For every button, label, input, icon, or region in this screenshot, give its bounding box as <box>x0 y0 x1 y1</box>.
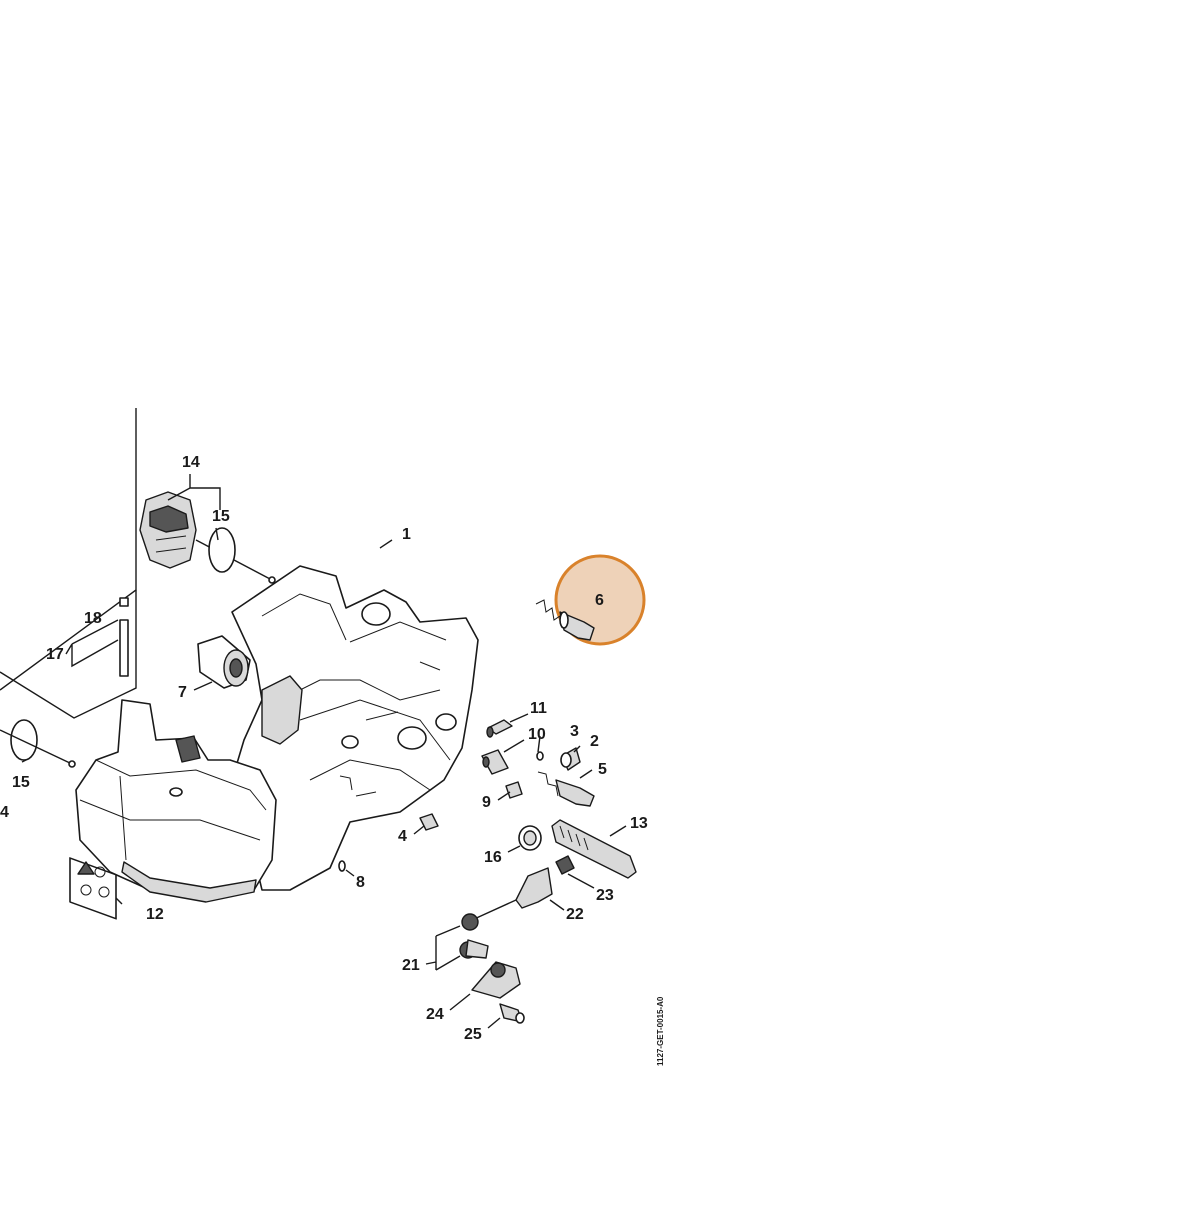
callout-2: 2 <box>590 733 599 750</box>
pin[interactable] <box>119 619 129 677</box>
bolt-10[interactable] <box>481 749 509 775</box>
o-ring-upper[interactable] <box>208 527 236 573</box>
drawing-reference-code: 1127-GET-0015-A0 <box>656 996 665 1066</box>
callout-23: 23 <box>596 887 614 904</box>
crankcase[interactable] <box>213 565 479 891</box>
callout-9: 9 <box>482 794 491 811</box>
o-ring-lower[interactable] <box>10 719 38 761</box>
callout-6: 6 <box>595 592 604 609</box>
highlighted-part-6[interactable] <box>535 554 646 646</box>
pin-3[interactable] <box>536 751 544 761</box>
o-ring-lower-end <box>68 760 76 768</box>
bushing[interactable] <box>197 635 251 689</box>
callout-17: 17 <box>46 646 64 663</box>
callout-7: 7 <box>178 684 187 701</box>
warning-label <box>69 857 117 920</box>
callout-3: 3 <box>570 723 579 740</box>
stud-5[interactable] <box>537 771 595 807</box>
slide-22[interactable] <box>515 867 553 909</box>
assembly-frame <box>0 408 137 691</box>
callout-8: 8 <box>356 874 365 891</box>
leader-lines <box>21 474 627 1029</box>
bolt-9[interactable] <box>505 781 523 799</box>
callout-1: 1 <box>402 526 411 543</box>
o-ring-lower-shaft <box>0 729 73 765</box>
callout-24: 24 <box>426 1006 444 1023</box>
bolt-11[interactable] <box>486 719 513 738</box>
oil-pump-assembly[interactable] <box>139 491 276 584</box>
callout-15a: 15 <box>212 508 230 525</box>
bracket-24[interactable] <box>471 961 521 999</box>
tensioner-21[interactable] <box>459 899 517 959</box>
callout-13: 13 <box>630 815 648 832</box>
callout-16: 16 <box>484 849 502 866</box>
plug-16[interactable] <box>518 825 542 851</box>
callout-12: 12 <box>146 906 164 923</box>
callout-5: 5 <box>598 761 607 778</box>
callout-4b: 4 <box>0 804 9 821</box>
assembly-frame-left <box>0 590 137 719</box>
sleeve[interactable] <box>119 597 129 607</box>
stud-13[interactable] <box>551 819 637 879</box>
callout-11: 11 <box>530 700 547 717</box>
callout-labels: 1 2 3 4 4 5 6 7 8 9 10 11 12 13 14 15 15… <box>0 454 648 1043</box>
callout-25: 25 <box>464 1026 482 1043</box>
nut-23[interactable] <box>555 855 575 875</box>
sleeve-2[interactable] <box>560 747 581 771</box>
pin-8[interactable] <box>338 860 346 872</box>
callout-21: 21 <box>402 957 420 974</box>
callout-22: 22 <box>566 906 584 923</box>
callout-4a: 4 <box>398 828 407 845</box>
screw-25[interactable] <box>499 1003 525 1024</box>
callout-10: 10 <box>528 726 546 743</box>
tank-housing[interactable] <box>75 699 277 903</box>
callout-18: 18 <box>84 610 102 627</box>
callout-14: 14 <box>182 454 200 471</box>
callout-15b: 15 <box>12 774 30 791</box>
